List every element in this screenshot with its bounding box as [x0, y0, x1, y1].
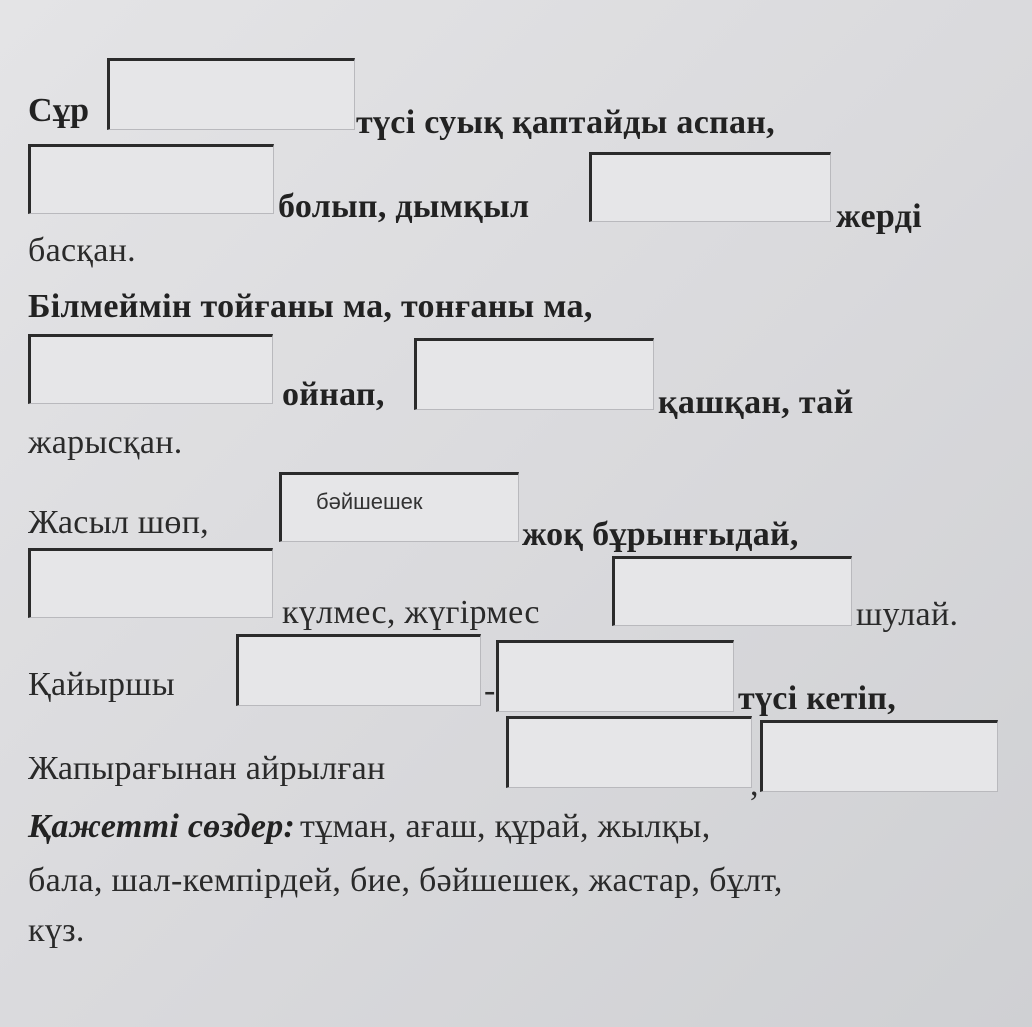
needed-words-label: Қажетті сөздер:	[28, 808, 296, 845]
blank-box-1[interactable]	[107, 58, 355, 130]
text-line-9-end: түсі кетіп,	[738, 680, 897, 717]
blank-box-5[interactable]	[414, 338, 654, 410]
text-line-1-end: түсі суық қаптайды аспан,	[356, 104, 775, 141]
needed-words-line-1: тұман, ағаш, құрай, жылқы,	[300, 808, 711, 845]
text-line-5-mid: ойнап,	[282, 376, 385, 413]
blank-box-6-filled[interactable]: бәйшешек	[279, 472, 519, 542]
text-line-7-start: Жасыл шөп,	[28, 504, 209, 541]
blank-box-8[interactable]	[612, 556, 852, 626]
text-line-2-mid: болып, дымқыл	[278, 188, 530, 225]
text-line-3: басқан.	[28, 232, 136, 269]
text-line-2-end: жерді	[836, 198, 922, 235]
text-line-10-comma: ,	[750, 766, 759, 803]
blank-box-9[interactable]	[236, 634, 481, 706]
text-line-6: жарысқан.	[28, 424, 183, 461]
text-line-8-mid: күлмес, жүгірмес	[282, 594, 540, 631]
text-line-10: Жапырағынан айрылған	[28, 750, 386, 787]
blank-box-11[interactable]	[506, 716, 752, 788]
needed-words-line-3: күз.	[28, 912, 85, 949]
text-line-1-start: Сұр	[28, 92, 90, 129]
blank-box-3[interactable]	[589, 152, 831, 222]
blank-box-7[interactable]	[28, 548, 273, 618]
text-line-5-end: қашқан, тай	[658, 384, 854, 421]
blank-box-12[interactable]	[760, 720, 998, 792]
text-line-4: Білмеймін тойғаны ма, тонғаны ма,	[28, 288, 593, 325]
blank-box-2[interactable]	[28, 144, 274, 214]
blank-box-4[interactable]	[28, 334, 273, 404]
text-line-9-start: Қайыршы	[28, 666, 175, 703]
text-line-7-end: жоқ бұрынғыдай,	[522, 516, 799, 553]
text-line-8-end: шулай.	[856, 596, 959, 633]
blank-box-10[interactable]	[496, 640, 734, 712]
needed-words-line-2: бала, шал-кемпірдей, бие, бәйшешек, жаст…	[28, 862, 783, 899]
text-line-9-dash: -	[484, 672, 496, 709]
blank-filled-word: бәйшешек	[316, 489, 423, 514]
